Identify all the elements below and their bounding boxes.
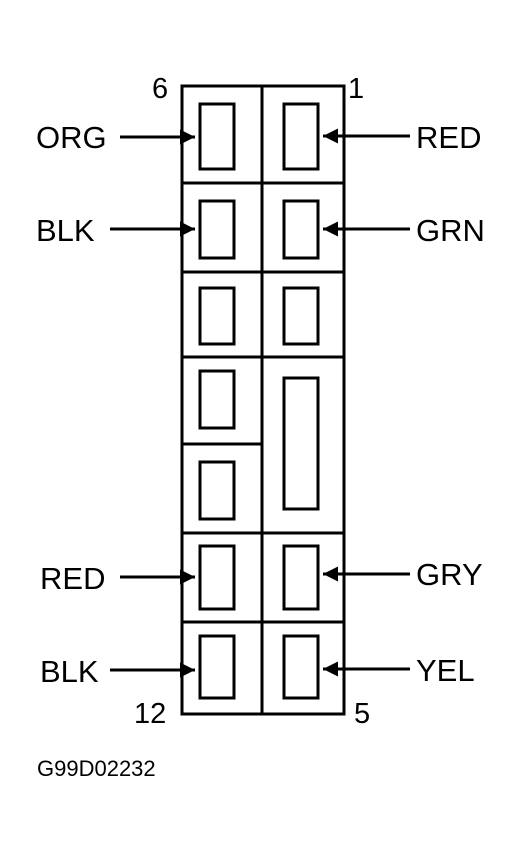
pin-number-top-right: 1 <box>348 73 364 105</box>
cavity-8 <box>198 286 236 346</box>
pin-number-top-left: 6 <box>152 73 168 105</box>
wire-label-left: RED <box>40 561 105 596</box>
terminal-cavities <box>198 102 320 700</box>
cavity-12 <box>198 634 236 700</box>
cavity-2 <box>282 199 320 260</box>
connector-body <box>180 84 346 716</box>
cavity-3 <box>282 286 320 346</box>
wire-arrows <box>110 128 410 678</box>
cavity-10 <box>198 460 236 521</box>
cavity-6 <box>198 102 236 171</box>
cavity-0 <box>282 634 320 700</box>
wire-label-left: BLK <box>40 654 99 689</box>
cavity-11 <box>198 544 236 611</box>
cavity-1 <box>282 102 320 171</box>
pin-number-bottom-left: 12 <box>134 698 166 730</box>
wire-label-right: RED <box>416 120 481 155</box>
wire-label-right: GRY <box>416 557 483 592</box>
wire-label-right: GRN <box>416 213 485 248</box>
wire-label-left: ORG <box>36 120 107 155</box>
wire-label-right: YEL <box>416 653 475 688</box>
cavity-9 <box>198 369 236 430</box>
cavity-4 <box>282 376 320 511</box>
cavity-7 <box>198 199 236 260</box>
wire-label-left: BLK <box>36 213 95 248</box>
figure-code: G99D02232 <box>37 756 156 781</box>
pin-number-bottom-right: 5 <box>354 698 370 730</box>
cavity-5 <box>282 544 320 611</box>
